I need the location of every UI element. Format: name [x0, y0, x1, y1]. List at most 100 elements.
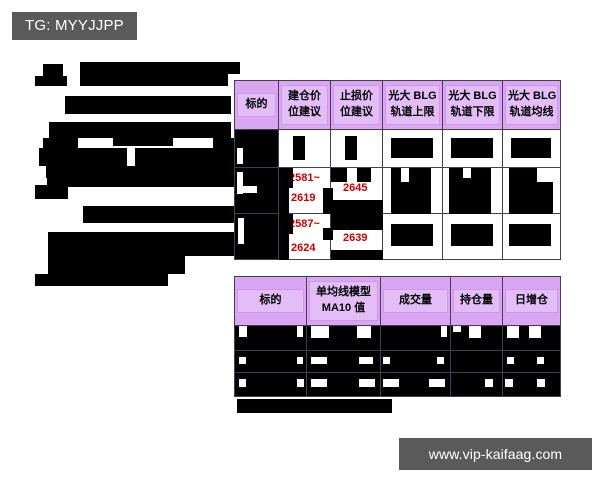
cell-entry-price: 2581~ 2619 — [278, 166, 333, 214]
cell-open-interest — [450, 349, 503, 373]
cell-blg-upper — [382, 212, 443, 260]
redaction-gap — [297, 356, 303, 364]
col-header-line1: 单均线模型 — [316, 286, 371, 298]
cell-stoploss-price: 2639 — [330, 212, 383, 260]
redaction-overlay — [279, 233, 289, 260]
redaction-gap — [237, 185, 257, 193]
redacted-line — [213, 138, 235, 148]
col-header-daily-position-change: 日增仓 — [502, 276, 561, 326]
col-header-underlying: 标的 — [234, 80, 279, 130]
redaction-overlay — [279, 167, 293, 188]
cell-underlying — [234, 371, 307, 397]
cell-blg-lower — [442, 166, 503, 214]
redacted-line — [228, 62, 240, 74]
redaction-gap — [507, 356, 514, 364]
price-value-line1: 2587~ — [289, 217, 320, 230]
cell-underlying — [234, 128, 279, 168]
ma10-volume-table: 标的 单均线模型 MA10 值 成交量 持仓量 — [234, 276, 561, 397]
cell-volume — [380, 324, 451, 351]
cell-blg-mid — [502, 166, 561, 214]
col-header-ma10: 单均线模型 MA10 值 — [306, 276, 381, 326]
redaction-gap — [537, 378, 545, 387]
redaction-gap — [383, 356, 390, 364]
site-watermark: www.vip-kaifaag.com — [399, 438, 592, 470]
cell-blg-upper — [382, 166, 443, 214]
col-header-line1: 标的 — [259, 293, 282, 306]
table-row — [234, 349, 561, 373]
redacted-cell-content — [449, 177, 491, 214]
tg-channel-badge: TG: MYYJJPP — [12, 12, 137, 40]
redaction-gap — [311, 378, 327, 387]
col-header-line1: 建仓价 — [288, 90, 321, 102]
cell-blg-lower — [442, 212, 503, 260]
cell-underlying — [234, 212, 279, 260]
cell-open-interest — [450, 371, 503, 397]
table-header-row: 标的 建仓价 位建议 止损价 位建议 光大 BLG 轨道上限 — [234, 80, 561, 130]
col-header-line2: 轨道上限 — [390, 105, 435, 118]
redaction-overlay — [331, 199, 383, 214]
redacted-cell-content — [391, 137, 433, 158]
redaction-overlay — [331, 213, 383, 230]
col-header-line2: 轨道下限 — [450, 105, 495, 118]
redaction-gap — [429, 378, 445, 387]
cell-ma10 — [306, 324, 381, 351]
redaction-gap — [507, 325, 519, 338]
col-header-volume: 成交量 — [380, 276, 451, 326]
price-value: 2639 — [343, 231, 368, 244]
col-header-line1: 成交量 — [399, 293, 432, 306]
redacted-cell-content — [451, 223, 493, 246]
redaction-overlay — [357, 167, 371, 182]
redacted-line — [65, 96, 231, 114]
redaction-gap — [357, 325, 371, 338]
redaction-gap — [311, 356, 327, 364]
redacted-cell-content — [509, 181, 553, 214]
table-row — [234, 371, 561, 397]
redacted-cell-content — [509, 167, 537, 182]
col-header-line2: 位建议 — [288, 105, 321, 118]
price-value: 2645 — [343, 181, 368, 194]
cell-volume — [380, 371, 451, 397]
table-row — [234, 324, 561, 351]
redaction-gap — [383, 378, 399, 387]
col-header-line2: MA10 值 — [321, 301, 366, 314]
redaction-gap — [297, 378, 304, 387]
cell-entry-price: / — [278, 128, 331, 168]
col-header-blg-mid: 光大 BLG 轨道均线 — [502, 80, 561, 130]
table-row: 2587~ 2624 2639 — [234, 212, 561, 260]
redaction-gap — [239, 356, 246, 364]
position-advice-table: 标的 建仓价 位建议 止损价 位建议 光大 BLG 轨道上限 — [234, 80, 561, 260]
redaction-gap — [239, 325, 247, 337]
redaction-gap — [505, 378, 513, 387]
cell-blg-mid — [502, 128, 561, 168]
price-value-line2: 2619 — [291, 191, 316, 204]
redaction-overlay — [279, 213, 293, 234]
redaction-gap — [441, 325, 447, 337]
redaction-gap — [238, 217, 244, 244]
redaction-overlay — [331, 167, 347, 182]
redacted-line — [135, 148, 235, 166]
redacted-line — [39, 148, 127, 166]
redacted-line — [47, 175, 235, 187]
redaction-gap — [297, 325, 303, 337]
redaction-gap — [437, 356, 444, 364]
redaction-overlay — [323, 227, 333, 240]
cell-underlying — [234, 349, 307, 373]
col-header-line2: 轨道均线 — [509, 105, 554, 118]
redaction-gap — [453, 325, 461, 332]
redaction-gap — [529, 325, 541, 338]
col-header-line1: 光大 BLG — [508, 90, 557, 102]
redaction-overlay — [331, 249, 383, 260]
cell-blg-mid — [502, 212, 561, 260]
redacted-cell-content — [391, 223, 433, 246]
col-header-line1: 止损价 — [340, 90, 373, 102]
redacted-line — [48, 232, 235, 256]
redacted-footer-bar — [237, 399, 392, 413]
redacted-line — [35, 185, 68, 199]
cell-entry-price: 2587~ 2624 — [278, 212, 333, 260]
redacted-line — [49, 122, 231, 138]
col-header-underlying: 标的 — [234, 276, 307, 326]
col-header-line1: 光大 BLG — [448, 90, 497, 102]
redaction-gap — [485, 378, 493, 387]
table-row: 2581~ 2619 2645 — [234, 166, 561, 214]
col-header-blg-lower: 光大 BLG 轨道下限 — [442, 80, 503, 130]
